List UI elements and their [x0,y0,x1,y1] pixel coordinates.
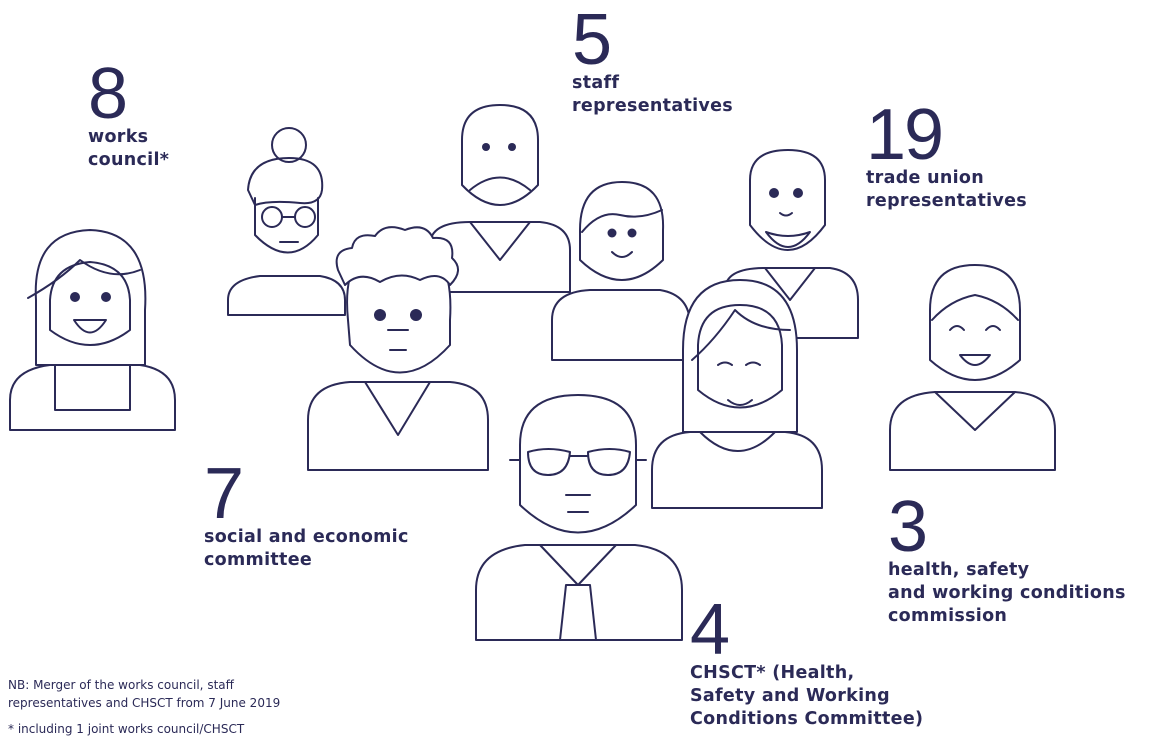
curly-hair-man-icon [307,226,489,471]
smiling-man-icon [889,264,1056,471]
hsw-commission-number: 3 [888,487,928,567]
staff-reps-label: staff representatives [572,73,734,116]
works-council-number: 8 [88,54,128,134]
woman-bun-glasses-icon [227,127,346,316]
trade-union-label: trade union representatives [866,168,1028,211]
stat-social-economic: 7 social and economic committee [204,454,409,572]
social-economic-number: 7 [204,454,244,534]
stat-chsct: 4 CHSCT* (Health, Safety and Working Con… [690,590,924,731]
works-council-label: works council* [88,127,170,170]
chsct-label: CHSCT* (Health, Safety and Working Condi… [690,663,924,729]
stat-trade-union: 19 trade union representatives [866,95,1028,213]
bearded-man-icon [724,149,859,339]
stat-works-council: 8 works council* [88,54,170,172]
chsct-number: 4 [690,590,730,670]
staff-reps-number: 5 [572,0,612,80]
woman-bangs-icon [651,279,823,509]
stat-staff-reps: 5 staff representatives [572,0,734,118]
footnote: * including 1 joint works council/CHSCT [8,722,245,736]
stat-hsw-commission: 3 health, safety and working conditions … [888,487,1126,628]
trade-union-number: 19 [866,95,944,175]
hsw-commission-label: health, safety and working conditions co… [888,560,1126,626]
social-economic-label: social and economic committee [204,527,409,570]
young-man-icon [551,181,691,361]
man-sunglasses-tie-icon [475,394,683,641]
woman-long-hair-icon [9,229,176,431]
merger-note: NB: Merger of the works council, staff r… [8,678,281,710]
bald-man-mustache-icon [429,104,571,293]
